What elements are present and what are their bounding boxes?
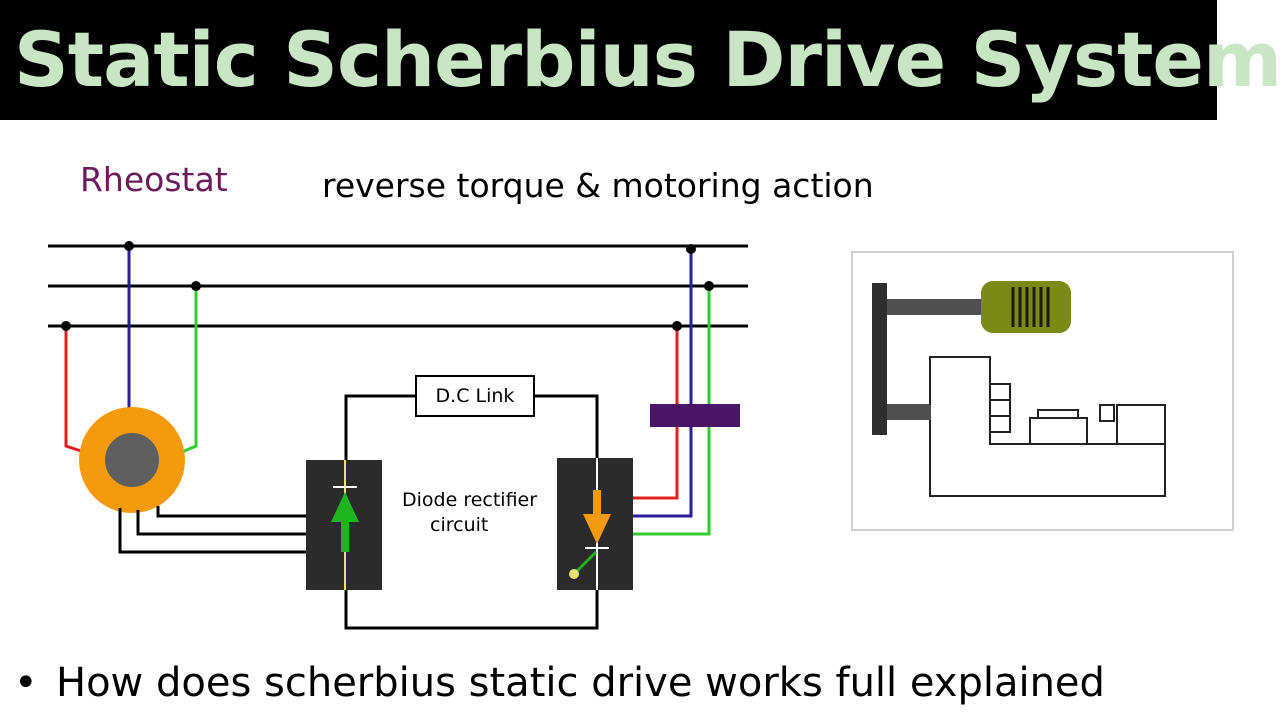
bottom-caption: • How does scherbius static drive works f… [14, 660, 1105, 706]
rectifier-label-line2: circuit [430, 514, 488, 536]
page-title: Static Scherbius Drive System [14, 15, 1280, 104]
rotor-leads [118, 506, 306, 554]
bullet: • [14, 660, 38, 706]
machine-drive-icon [851, 251, 1234, 531]
dc-link-box: D.C Link [415, 375, 535, 417]
title-bar [0, 0, 1217, 120]
transformer-icon [650, 404, 740, 427]
induction-motor-icon [79, 407, 185, 513]
dc-link-label: D.C Link [436, 385, 515, 407]
inverter-output-wires [633, 246, 711, 536]
thyristor-icon [557, 458, 633, 590]
junction-dots-right [672, 244, 714, 331]
diode-icon [306, 460, 382, 590]
rheostat-label: Rheostat [80, 160, 228, 199]
supply-lines [48, 244, 748, 328]
rectifier-label-line1: Diode rectifier [402, 489, 537, 511]
junction-dots-left [61, 241, 201, 331]
bottom-caption-text: How does scherbius static drive works fu… [56, 660, 1105, 706]
caption-label: reverse torque & motoring action [322, 166, 874, 205]
motor-feed-wires [64, 246, 198, 454]
dc-link-loop [344, 394, 599, 630]
